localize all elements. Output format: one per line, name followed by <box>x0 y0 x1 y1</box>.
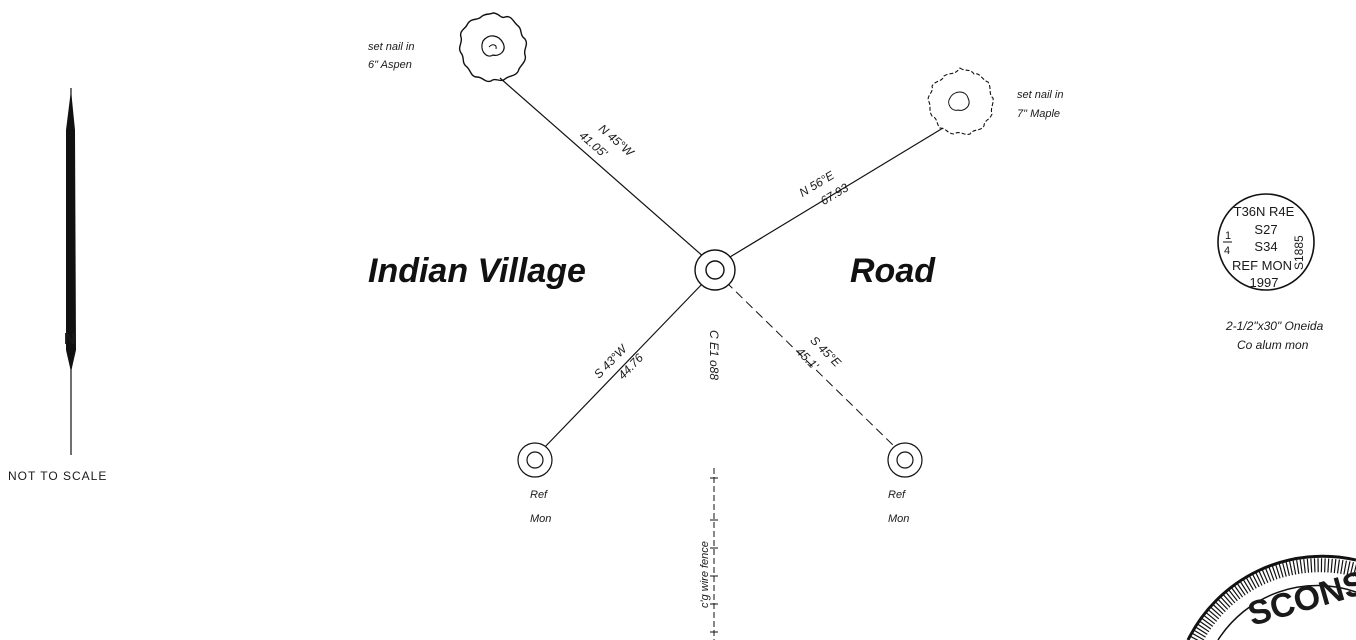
maple-note-line1: set nail in <box>1017 89 1063 101</box>
aspen-note-line2: 6" Aspen <box>368 59 412 71</box>
wire-fence <box>710 468 718 640</box>
aspen-note-line1: set nail in <box>368 41 414 53</box>
north-arrow: N <box>64 88 76 455</box>
stamp-section-1: S27 <box>1254 222 1277 237</box>
stamp-township: T36N R4E <box>1234 204 1295 219</box>
tie-line-ne <box>724 127 944 261</box>
maple-note-line2: 7" Maple <box>1017 108 1060 120</box>
tie-line-sw <box>541 281 705 451</box>
maple-tree-icon <box>927 67 994 135</box>
ref-mon-se-line2: Mon <box>888 513 909 525</box>
road-name-right: Road <box>850 252 936 290</box>
stamp-fraction-top: 1 <box>1225 230 1231 242</box>
north-letter: N <box>64 331 76 348</box>
ref-mon-sw-line2: Mon <box>530 513 551 525</box>
corner-monument-icon <box>694 249 736 291</box>
fence-label: c'g wire fence <box>699 541 711 608</box>
ref-mon-sw-line1: Ref <box>530 489 548 501</box>
ref-mon-se-line1: Ref <box>888 489 906 501</box>
stamp-fraction-bottom: 4 <box>1224 245 1230 257</box>
tie-line-nw <box>499 77 706 259</box>
ref-monument-sw-icon <box>517 442 553 478</box>
stamp-section-2: S34 <box>1254 239 1277 254</box>
state-seal: SCONS <box>1186 554 1356 640</box>
tie-line-se <box>725 281 897 449</box>
ref-monument-se-icon <box>887 442 923 478</box>
centerline-label: C E1 o88 <box>707 330 721 380</box>
monument-desc-line1: 2-1/2"x30" Oneida <box>1225 319 1324 333</box>
road-name-left: Indian Village <box>368 252 586 290</box>
not-to-scale-label: NOT TO SCALE <box>8 469 107 483</box>
stamp-side-number: S1885 <box>1292 235 1306 270</box>
monument-desc-line2: Co alum mon <box>1237 338 1309 352</box>
aspen-tree-icon <box>458 12 528 83</box>
stamp-year: 1997 <box>1250 275 1279 290</box>
stamp-ref-mon: REF MON <box>1232 258 1292 273</box>
monument-stamp: T36N R4E S27 S34 REF MON 1997 1 4 S1885 <box>1217 193 1315 291</box>
